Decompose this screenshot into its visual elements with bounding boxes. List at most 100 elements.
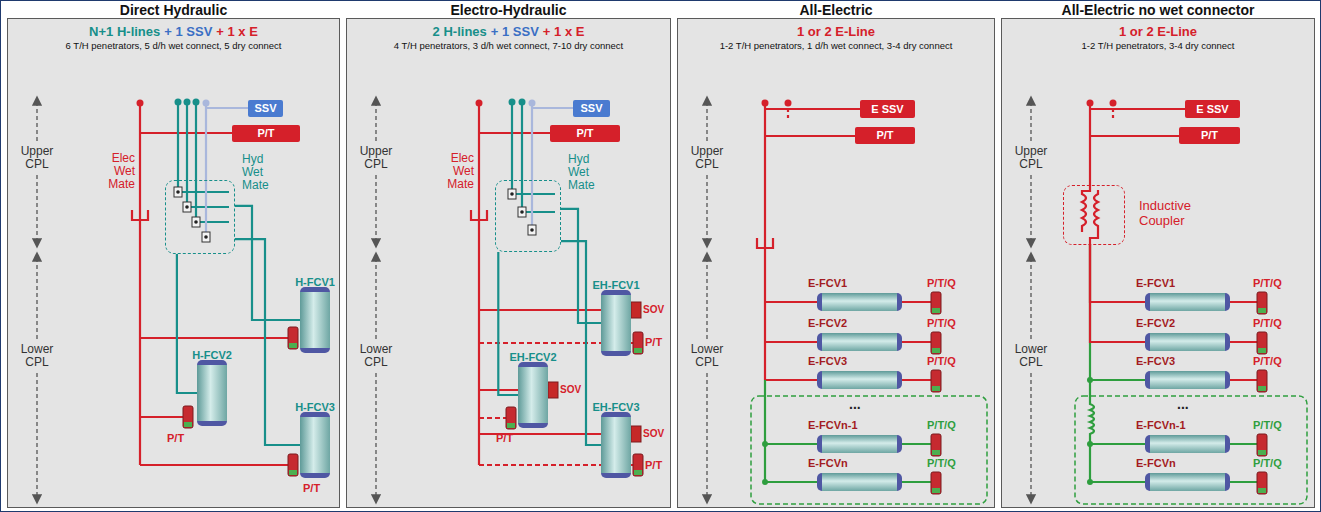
box-label: E SSV: [871, 103, 903, 116]
flow-control-valve: E-FCVn: [1145, 473, 1230, 491]
direct-hydraulic-wiring: [137, 100, 144, 107]
electro-hydraulic-wiring: [512, 102, 555, 212]
direct-hydraulic-wiring: [206, 103, 248, 237]
no-wet-connector-wiring: [1087, 479, 1093, 485]
flow-control-valve: E-FCVn-1: [1145, 435, 1230, 453]
all-electric-wiring: [762, 441, 768, 485]
wet-mate-group: Hyd Wet Mate: [165, 180, 235, 254]
electro-hydraulic-wiring: [631, 302, 641, 318]
flow-control-valve: H-FCV1: [300, 287, 330, 353]
electro-hydraulic-wiring: [548, 382, 558, 398]
sensor-label: P/T/Q: [927, 419, 956, 432]
direct-hydraulic-wiring: [178, 102, 229, 222]
zone-label: Upper CPL: [1011, 145, 1051, 171]
electro-hydraulic-wiring: [376, 98, 643, 502]
panel-title: All-Electric: [677, 2, 995, 18]
box-label: E SSV: [1196, 103, 1228, 116]
spec-line: 1 or 2 E-Line: [677, 22, 995, 40]
panel-title: Electro-Hydraulic: [346, 2, 671, 18]
all-electric-wiring: [762, 441, 768, 447]
no-wet-connector-wiring: [1082, 103, 1257, 380]
flow-control-valve: EH-FCV3: [601, 412, 631, 478]
flow-control-valve: H-FCV2: [197, 360, 227, 426]
direct-hydraulic-wiring: [178, 102, 229, 222]
no-wet-connector-wiring: [1087, 377, 1093, 485]
label-box: P/T: [232, 125, 300, 142]
line-count: + 1 x E: [216, 24, 258, 39]
box-label: P/T: [576, 127, 593, 140]
zone-label: Lower CPL: [356, 343, 396, 369]
flow-control-valve: EH-FCV1: [601, 290, 631, 356]
hydraulic-line: [498, 252, 518, 395]
sensor-label: P/T: [645, 336, 662, 349]
hydraulic-line: [235, 239, 300, 445]
direct-hydraulic-wiring: [202, 232, 210, 242]
electro-hydraulic-wiring: [508, 189, 516, 199]
valve-label: EH-FCV2: [509, 351, 556, 364]
no-wet-connector-wiring: [1257, 332, 1267, 354]
direct-hydraulic-wiring: [174, 187, 182, 197]
electro-hydraulic-wiring: [529, 100, 536, 107]
panel-title: All-Electric no wet connector: [1001, 2, 1315, 18]
no-wet-connector-wiring: [1075, 396, 1307, 504]
group-label: Hyd Wet Mate: [242, 153, 278, 192]
label-box: SSV: [573, 100, 610, 117]
all-electric-wiring: [931, 292, 941, 314]
valve-label: E-FCV1: [808, 277, 847, 290]
all-electric-wiring: [762, 100, 792, 107]
electro-hydraulic-wiring: [518, 207, 526, 217]
all-electric-wiring: [931, 332, 941, 354]
electro-hydraulic-wiring: [532, 103, 573, 230]
electro-hydraulic-wiring: [512, 102, 555, 212]
no-wet-connector-wiring: [1257, 472, 1267, 494]
no-wet-connector-wiring: [1257, 370, 1267, 392]
sensor-label: P/T: [303, 482, 320, 495]
label-box: P/T: [855, 127, 915, 144]
spec-line: 2 H-lines+ 1 SSV+ 1 x E: [346, 22, 671, 40]
line-count: 1 or 2 E-Line: [797, 24, 875, 39]
valve-label: E-FCVn: [808, 457, 848, 470]
label-box: E SSV: [1185, 100, 1240, 118]
box-label: P/T: [257, 127, 274, 140]
direct-hydraulic-wiring: [192, 217, 200, 227]
direct-hydraulic-wiring: [288, 327, 298, 349]
box-label: P/T: [876, 129, 893, 142]
label-box: P/T: [550, 125, 620, 142]
direct-hydraulic-wiring: [206, 103, 248, 237]
sensor-label: P/T/Q: [1253, 317, 1282, 330]
direct-hydraulic-wiring: [288, 454, 298, 476]
flow-control-valve: EH-FCV2: [518, 362, 548, 428]
valve-label: E-FCVn-1: [808, 419, 858, 432]
line-count: + 1 x E: [543, 24, 585, 39]
line-count: 2 H-lines: [433, 24, 487, 39]
box-label: SSV: [580, 102, 602, 115]
zone-label: Upper CPL: [687, 145, 727, 171]
flow-control-valve: E-FCV3: [1145, 371, 1230, 389]
no-wet-connector-wiring: [1257, 292, 1267, 314]
valve-label: E-FCV1: [1136, 277, 1175, 290]
direct-hydraulic-wiring: [37, 98, 298, 502]
valve-label: EH-FCV1: [592, 279, 639, 292]
no-wet-connector-wiring: [1110, 100, 1117, 107]
panel-ground: [8, 19, 340, 508]
panel-ground: [347, 19, 671, 508]
connector-label: Elec Wet Mate: [440, 152, 474, 191]
inductive-coupler: Inductive Coupler: [1063, 185, 1125, 245]
electro-hydraulic-wiring: [506, 407, 516, 429]
panel: All-Electric no wet connector1 or 2 E-Li…: [1001, 2, 1315, 508]
ellipsis: ...: [849, 398, 861, 411]
no-wet-connector-wiring: [1087, 100, 1094, 107]
zone-label: Upper CPL: [356, 145, 396, 171]
all-electric-wiring: [707, 98, 987, 504]
box-label: SSV: [254, 102, 276, 115]
all-electric-wiring: [931, 434, 941, 456]
flow-control-valve: E-FCV3: [817, 371, 902, 389]
sensor-label: P/T/Q: [927, 317, 956, 330]
all-electric-wiring: [762, 479, 768, 485]
zone-label: Lower CPL: [17, 343, 57, 369]
all-electric-wiring: [757, 103, 931, 380]
zone-label: Lower CPL: [1011, 343, 1051, 369]
valve-tag: SOV: [643, 303, 664, 316]
zone-label: Lower CPL: [687, 343, 727, 369]
